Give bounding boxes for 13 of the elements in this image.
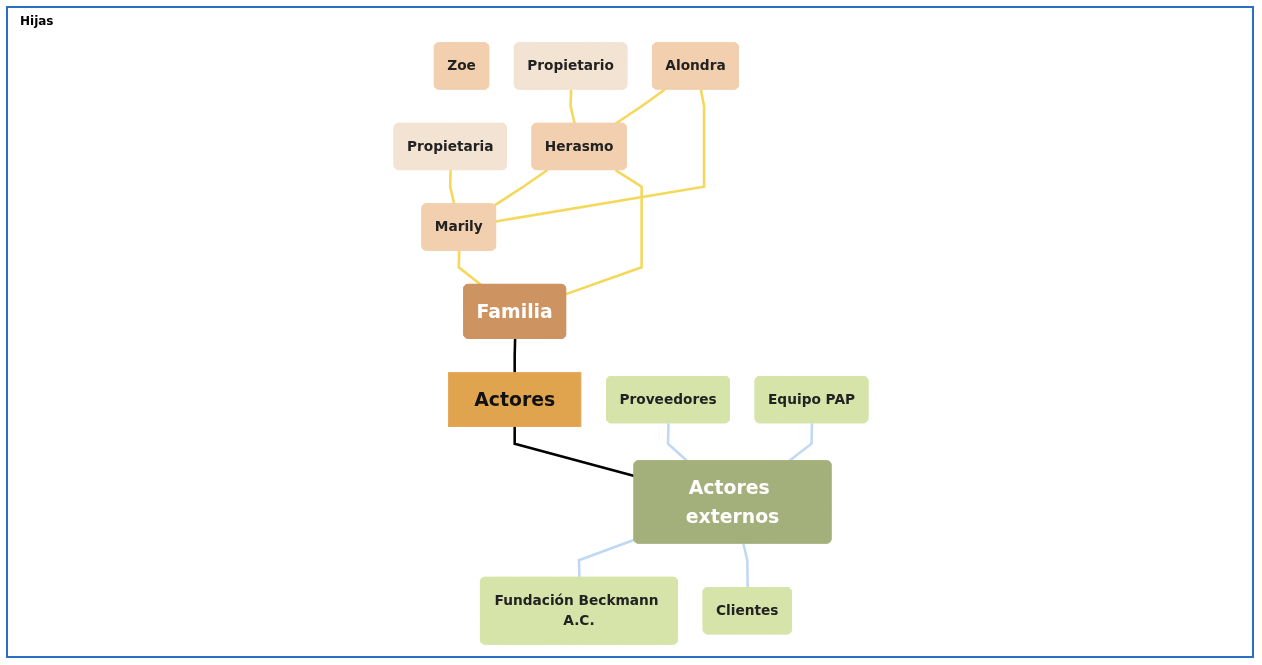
connector [569, 89, 576, 125]
node-box: Actores [448, 372, 582, 427]
connector [742, 543, 749, 589]
connector [577, 538, 635, 578]
group-heading: Hijas [20, 14, 54, 28]
connector [513, 338, 517, 373]
connector [457, 250, 482, 286]
connector [495, 89, 706, 223]
connector [448, 170, 456, 205]
connector [614, 88, 666, 125]
connector [513, 426, 635, 478]
connector [493, 169, 549, 207]
connector [565, 168, 643, 296]
